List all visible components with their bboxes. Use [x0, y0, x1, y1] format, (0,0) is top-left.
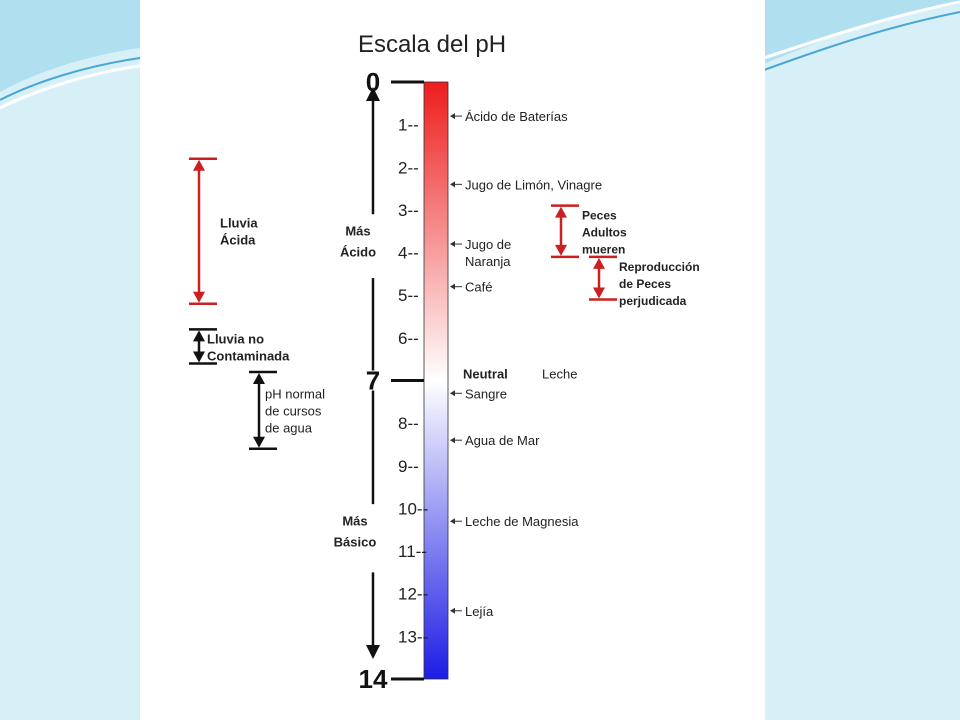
minor-label-3: 3--	[398, 201, 419, 220]
diagram-background	[140, 0, 765, 720]
major-label-0: 0	[366, 67, 380, 97]
left-range-label: Ácida	[220, 232, 256, 247]
substance-label: Jugo de	[465, 237, 511, 252]
diagram-title: Escala del pH	[358, 31, 506, 58]
acid-arrow-head-icon	[366, 87, 380, 101]
substance-label: Café	[465, 280, 492, 295]
base-direction-label: Más	[342, 513, 367, 528]
substance-pointer-arrow-icon	[450, 607, 455, 614]
minor-label-5: 5--	[398, 286, 419, 305]
minor-label-1: 1--	[398, 116, 419, 135]
substance-pointer-arrow-icon	[450, 283, 455, 290]
minor-label-6: 6--	[398, 329, 419, 348]
minor-label-10: 10--	[398, 499, 428, 518]
substance-pointer-arrow-icon	[450, 241, 455, 248]
left-range-label: Lluvia no	[207, 331, 264, 346]
substance-pointer-arrow-icon	[450, 181, 455, 188]
left-range-label: Lluvia	[220, 215, 258, 230]
right-range-1-arrow-down-icon	[593, 287, 605, 299]
left-range-label: de cursos	[265, 403, 322, 418]
major-label-7: 7	[366, 366, 380, 396]
major-label-14: 14	[359, 664, 388, 694]
neutral-example-label: Leche	[542, 367, 577, 382]
base-arrow-head-icon	[366, 645, 380, 659]
minor-label-13: 13--	[398, 627, 428, 646]
ph-color-bar	[423, 81, 449, 680]
right-range-label: Reproducción	[619, 260, 700, 274]
substance-pointer-arrow-icon	[450, 390, 455, 397]
acid-direction-label: Más	[345, 224, 370, 239]
substance-label: Ácido de Baterías	[465, 109, 568, 124]
substance-label: Lejía	[465, 604, 494, 619]
minor-label-12: 12--	[398, 585, 428, 604]
substance-label: Agua de Mar	[465, 433, 540, 448]
neutral-label: Neutral	[463, 367, 508, 382]
right-range-label: de Peces	[619, 277, 671, 291]
left-range-1-arrow-up-icon	[193, 330, 205, 342]
right-range-label: mueren	[582, 243, 625, 257]
left-range-label: Contaminada	[207, 348, 290, 363]
minor-label-2: 2--	[398, 158, 419, 177]
substance-pointer-arrow-icon	[450, 437, 455, 444]
minor-label-4: 4--	[398, 244, 419, 263]
right-range-label: perjudicada	[619, 294, 687, 308]
left-range-1-arrow-down-icon	[193, 351, 205, 363]
base-direction-label: Básico	[334, 534, 377, 549]
substance-label: Naranja	[465, 254, 511, 269]
substance-label: Leche de Magnesia	[465, 514, 579, 529]
left-range-0-arrow-up-icon	[193, 159, 205, 171]
acid-direction-label: Ácido	[340, 245, 376, 260]
right-range-1-arrow-up-icon	[593, 257, 605, 269]
left-range-2-arrow-down-icon	[253, 436, 265, 448]
substance-pointer-arrow-icon	[450, 518, 455, 525]
right-range-label: Adultos	[582, 226, 627, 240]
left-range-0-arrow-down-icon	[193, 291, 205, 303]
substance-label: Sangre	[465, 386, 507, 401]
left-range-label: de agua	[265, 420, 313, 435]
minor-label-11: 11--	[398, 542, 427, 561]
substance-label: Jugo de Limón, Vinagre	[465, 177, 602, 192]
right-range-0-arrow-down-icon	[555, 244, 567, 256]
right-range-label: Peces	[582, 209, 617, 223]
substance-pointer-arrow-icon	[450, 113, 455, 120]
minor-label-9: 9--	[398, 457, 419, 476]
left-range-label: pH normal	[265, 386, 325, 401]
right-range-0-arrow-up-icon	[555, 206, 567, 218]
minor-label-8: 8--	[398, 414, 419, 433]
left-range-2-arrow-up-icon	[253, 372, 265, 384]
